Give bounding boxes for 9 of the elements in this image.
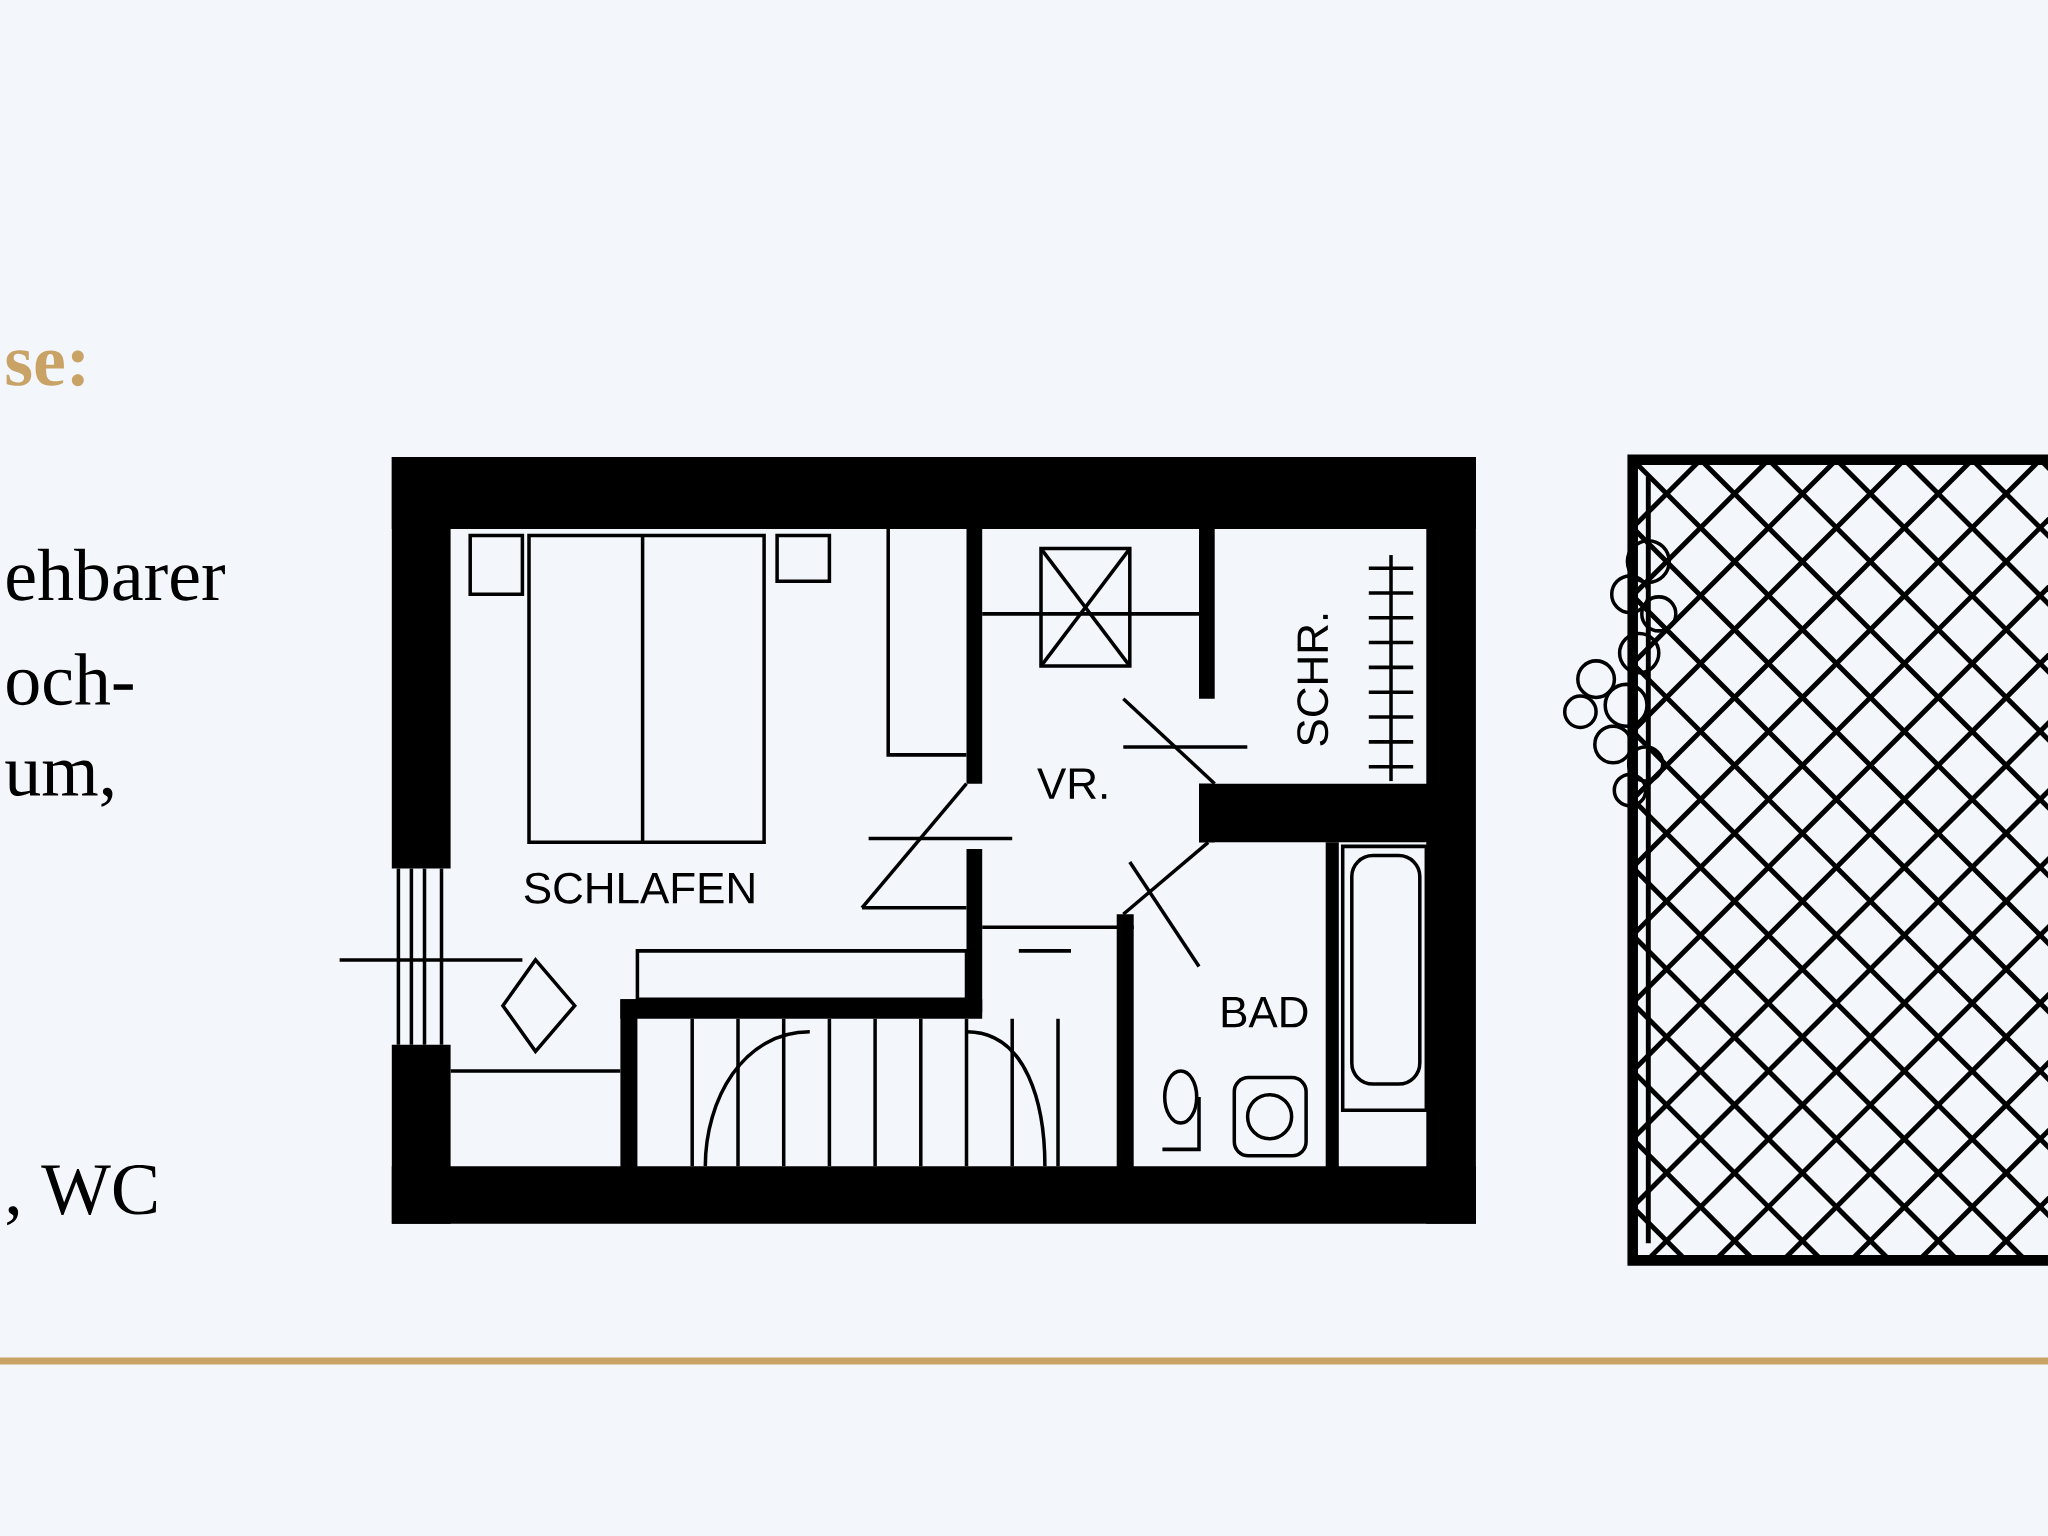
body-text: och- — [7, 653, 133, 706]
body-text: um, — [5, 760, 113, 807]
room-label: SCHLAFEN — [524, 872, 754, 904]
room-label: VR. — [1037, 768, 1107, 799]
body-text: , WC — [7, 1164, 157, 1226]
body-text: ehbarer — [7, 548, 225, 601]
room-label: SCHR. — [1297, 614, 1329, 746]
heading-fragment: se: — [6, 350, 84, 387]
room-label: BAD — [1222, 997, 1308, 1028]
